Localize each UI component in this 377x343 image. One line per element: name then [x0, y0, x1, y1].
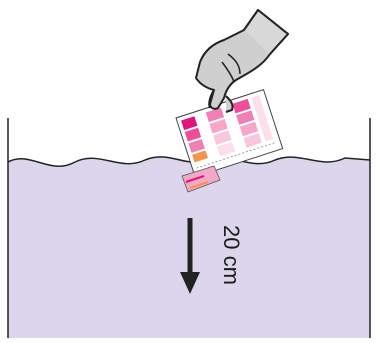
- depth-label: 20 cm: [218, 215, 244, 295]
